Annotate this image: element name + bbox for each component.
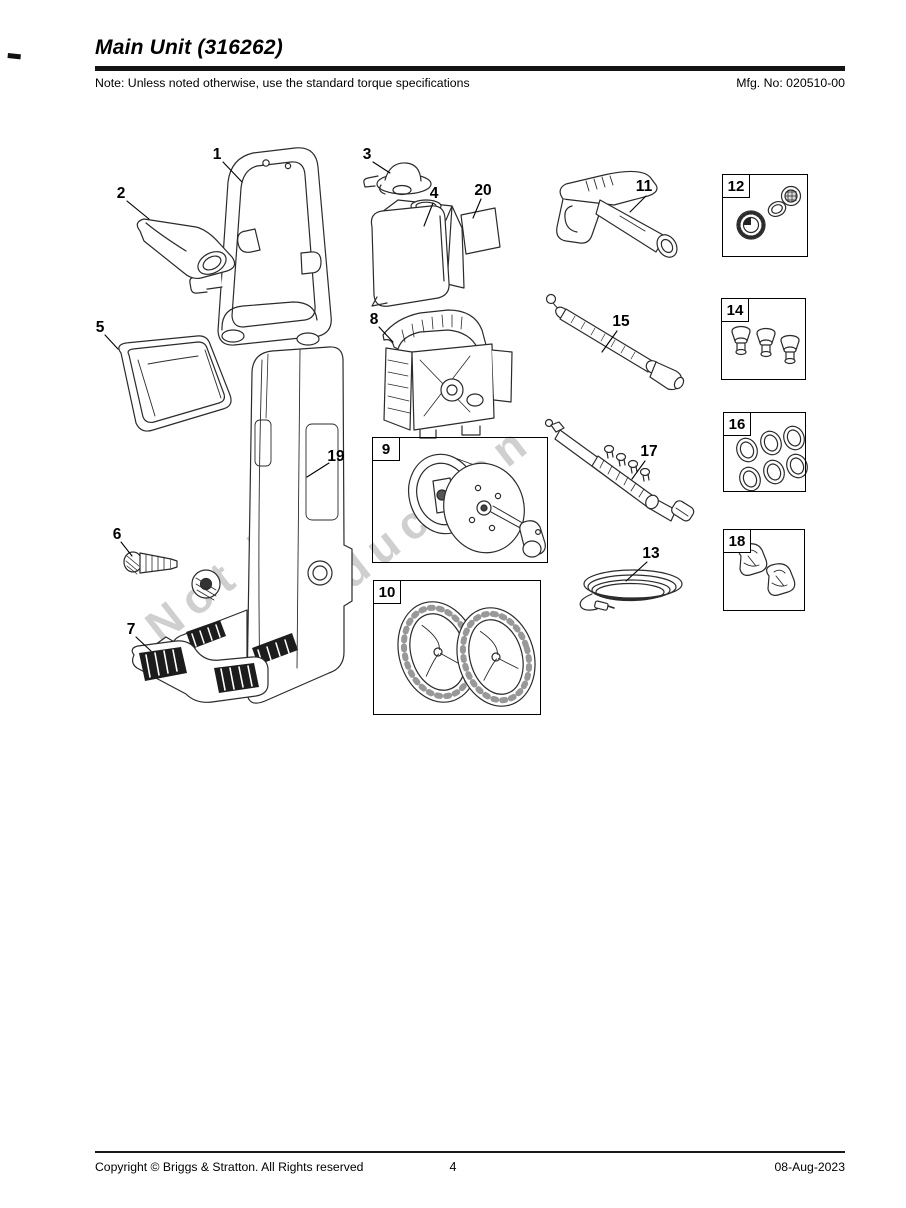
part-11-spray-gun [556,170,678,258]
part-8-pump-assembly [382,309,513,439]
footer-copyright: Copyright © Briggs & Stratton. All Right… [95,1160,364,1174]
part-4-detergent-tank [370,199,465,307]
title-rule [95,66,845,71]
part-13-hose [579,569,683,611]
mfg-number: Mfg. No: 020510-00 [736,76,845,90]
part-5-side-panel [118,335,232,432]
torque-note: Note: Unless noted otherwise, use the st… [95,76,470,90]
part-10-wheel-kit [397,601,536,707]
part-16-oring-kit [736,425,808,492]
part-14-nozzle-kit [731,325,800,365]
footer-rule [95,1151,845,1153]
footer-page-number: 4 [449,1160,457,1174]
page-title: Main Unit (316262) [95,36,283,59]
part-9-hose-reel [408,453,546,558]
part-17-turbo-wand [544,418,695,522]
part-1-upper-housing [189,147,332,346]
part-3-tank-cap [363,162,432,196]
part-20-label [460,207,501,255]
scan-artifact [7,53,21,60]
part-7-base-foot [131,636,269,703]
part-2-handle-grip [136,218,236,280]
footer-date: 08-Aug-2023 [774,1160,845,1174]
part-15-spray-wand [545,293,685,391]
part-12-nut-kit [736,185,802,240]
part-18-clamp-kit [738,543,796,596]
part-19-main-body [172,346,353,704]
part-6-nozzle-fitting [123,551,178,575]
leader-lines [104,161,648,652]
